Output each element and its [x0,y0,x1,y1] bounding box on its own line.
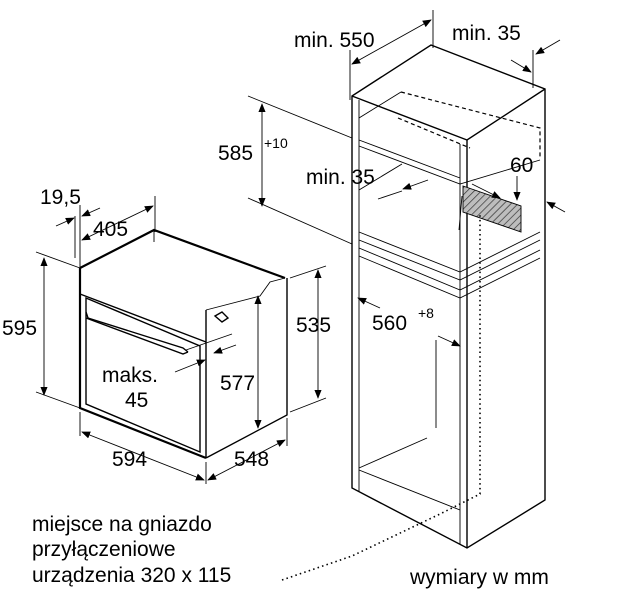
label-maks-value: 45 [125,389,148,412]
socket-note-line2: przyłączeniowe [32,538,176,561]
cabinet-front-edge [351,88,546,141]
mid-shelf-front [358,231,541,273]
upper-niche-hidden-floor [397,117,471,149]
upper-niche-back-left [358,91,402,119]
cabinet-outline [351,44,546,549]
label-560-tolerance: +8 [418,305,434,321]
oven-handle-lower [85,317,189,355]
upper-shelf-front [358,139,461,179]
oven-control-panel-edge [79,293,207,343]
oven-handle [85,311,189,353]
ventilation-gap-hatch [462,185,522,233]
label-min-550: min. 550 [294,29,375,52]
dim-35-mid-arrow [402,179,429,190]
oven-back-step [205,277,286,311]
lower-divider-top [358,247,541,291]
label-maks: maks. [102,364,158,387]
plinth-front [358,469,461,511]
dim-35-top-arrow-a [510,59,532,73]
dim-35-top-arrow-b [535,39,561,55]
dim-550-line [351,19,432,65]
lower-divider-bottom [358,255,541,299]
mid-niche-back [358,163,403,191]
label-594: 594 [112,448,147,471]
label-548: 548 [234,448,269,471]
label-19-5: 19,5 [40,186,81,209]
label-585-tolerance: +10 [264,135,288,151]
units-note: wymiary w mm [409,566,549,589]
dim-548-line [207,439,286,481]
oven-side [205,278,288,459]
dim-594-line [81,431,205,481]
label-560: 560 [372,312,407,335]
socket-note-line3: urządzenia 320 x 115 [32,564,231,587]
dim-595-ext-bottom [35,391,81,409]
dim-19-arrow-a [55,217,75,227]
dimension-lines [35,10,566,581]
dim-535-ext-bottom [289,397,327,413]
upper-niche-hidden-edge [400,91,541,158]
dim-45-arrow-b [213,344,237,354]
plinth-back [358,437,428,469]
dim-535-ext-top [289,265,327,279]
oven-front-outline [78,268,207,460]
mid-niche-side [458,195,463,231]
dim-60-side-arrow [546,201,566,213]
dim-35-mid-tail [377,190,403,200]
label-585: 585 [218,142,253,165]
mid-shelf-under [358,239,541,281]
label-535: 535 [296,314,331,337]
label-595: 595 [2,317,37,340]
dim-595-ext-top [35,251,81,269]
dim-560-arrow-right [437,335,461,347]
socket-leader [281,212,481,581]
notes: miejsce na gniazdo przyłączeniowe urządz… [32,513,549,589]
label-60: 60 [510,154,533,177]
oven [78,228,288,460]
dimension-labels: min. 550 min. 35 585 +10 min. 35 60 19,5… [2,22,533,471]
dim-585-ext-top [247,95,353,139]
dim-585-ext-bottom [247,197,353,245]
dim-19-arrow-b [81,207,101,217]
label-577: 577 [220,372,255,395]
oven-mount-clip [213,311,230,323]
dim-45-ext [185,333,233,351]
socket-note-line1: miejsce na gniazdo [32,513,212,536]
label-min-35-mid: min. 35 [306,166,375,189]
upper-shelf-under [358,145,541,185]
dim-560-arrow-left [357,297,381,309]
dim-45-arrow [174,359,206,373]
dim-405-line [81,205,154,241]
label-min-35-top: min. 35 [452,22,521,45]
label-405: 405 [93,218,128,241]
dim-60-arrow-a [471,183,501,199]
cabinet [351,44,546,549]
